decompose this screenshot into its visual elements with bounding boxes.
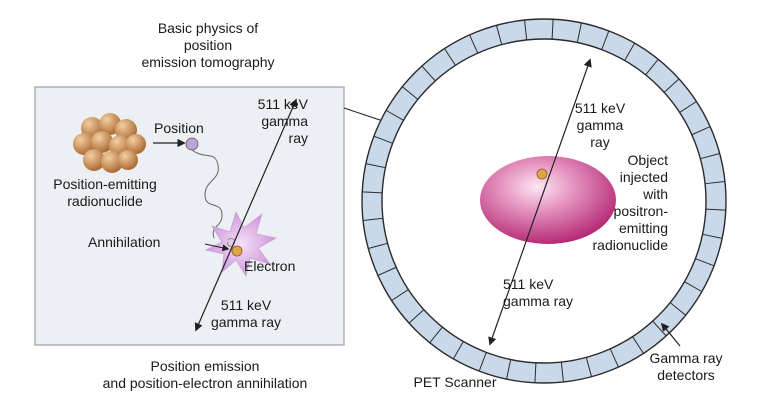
detector-divider: [551, 19, 554, 40]
detector-divider: [429, 326, 443, 344]
detector-divider: [624, 42, 636, 61]
gamma-ray-scanner: [488, 58, 592, 346]
gamma-ray-left: [194, 98, 298, 332]
detector-divider: [362, 191, 383, 194]
annihilation-pointer: [204, 243, 230, 252]
detector-divider: [576, 22, 582, 43]
annihilation-label: Annihilation: [88, 234, 161, 250]
detector-divider: [478, 352, 487, 372]
detector-divider: [373, 135, 393, 144]
detector-divider: [377, 266, 397, 276]
detector-divider: [609, 348, 619, 368]
positron-icon: [185, 137, 199, 151]
detector-divider: [695, 258, 715, 267]
detector-divider: [421, 65, 436, 82]
detector-divider: [705, 208, 726, 211]
electron-icon: [231, 245, 243, 257]
pet-scanner-caption: PET Scanner: [413, 374, 497, 390]
radionuclide-nucleus-icon: [73, 113, 146, 173]
detector-divider: [444, 48, 456, 66]
detector-divider: [601, 30, 610, 50]
detector-divider: [452, 341, 464, 360]
detector-divider: [391, 289, 409, 301]
detectors-pointer: [660, 322, 681, 347]
detector-divider: [524, 19, 528, 40]
position-label: Position: [154, 120, 204, 136]
electron-label: Electron: [244, 258, 296, 274]
detector-divider: [469, 34, 479, 54]
detector-divider: [702, 233, 723, 239]
radionuclide-label: Position-emitting radionuclide: [53, 176, 157, 209]
detector-divider: [495, 25, 503, 45]
detector-divider: [401, 86, 419, 100]
gamma-label-scanner-top: 511 keV gamma ray: [574, 100, 626, 150]
detector-divider: [560, 362, 564, 383]
detector-divider: [362, 217, 383, 221]
detector-divider: [645, 58, 659, 76]
annihilation-point-icon: [536, 168, 548, 180]
object-label: Object injected with positron- emitting …: [592, 152, 669, 253]
detector-divider: [365, 163, 386, 169]
detector-divider: [368, 242, 388, 250]
detector-divider: [700, 152, 720, 160]
gamma-label-scanner-bottom: 511 keV gamma ray: [503, 276, 574, 309]
detector-divider: [691, 126, 711, 136]
detector-divider: [663, 78, 680, 93]
detector-divider: [684, 281, 703, 293]
detector-divider: [506, 359, 512, 380]
gamma-label-left-bottom: 511 keV gamma ray: [210, 297, 282, 330]
detector-dividers: [362, 19, 726, 383]
detectors-label: Gamma ray detectors: [649, 350, 723, 383]
detector-divider: [534, 362, 537, 383]
detector-divider: [408, 309, 425, 324]
detector-divider: [705, 181, 726, 185]
gamma-label-left-top: 511 keV gamma ray: [257, 96, 308, 146]
detector-divider: [585, 357, 593, 377]
detector-divider: [669, 302, 687, 316]
left-caption: Position emission and position-electron …: [102, 358, 308, 391]
diagram-title: Basic physics of position emission tomog…: [141, 20, 275, 70]
detector-divider: [652, 320, 667, 337]
detector-divider: [385, 109, 404, 121]
detector-divider: [679, 101, 697, 113]
detector-divider: [632, 336, 644, 354]
